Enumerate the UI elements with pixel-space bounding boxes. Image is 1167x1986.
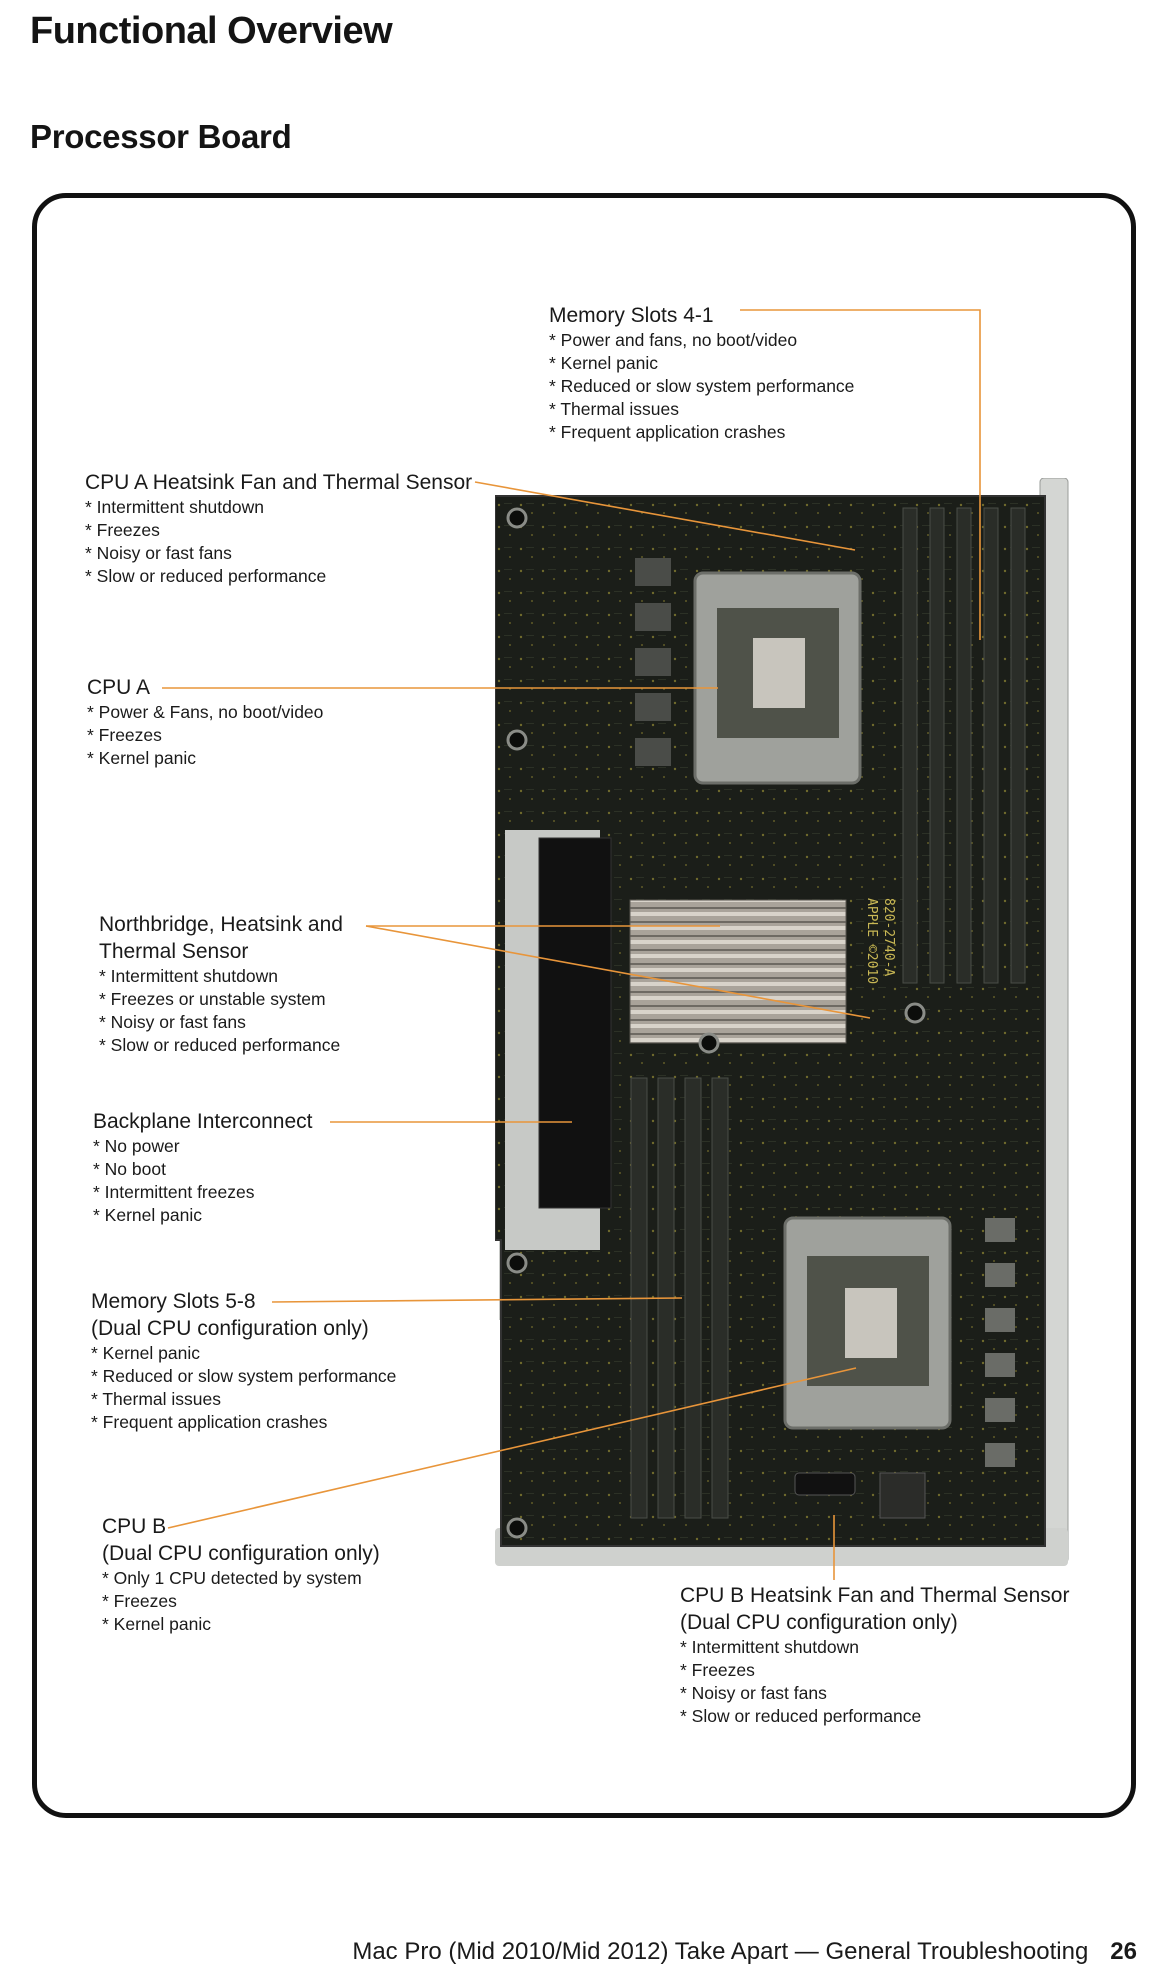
symptom-item: * Reduced or slow system performance [549,376,855,396]
callout-title: Memory Slots 4-1 [549,304,714,327]
callout-title-line2: Thermal Sensor [99,940,249,963]
page-title: Functional Overview [30,10,393,52]
symptom-item: * Intermittent shutdown [680,1637,859,1657]
symptom-item: * Thermal issues [91,1389,222,1409]
symptom-item: * Slow or reduced performance [680,1706,922,1726]
callout-title: Backplane Interconnect [93,1110,313,1133]
diagram-frame [32,193,1136,1818]
processor-board-image: 820-2740-A APPLE ©2010 [495,478,1069,1566]
symptom-item: * Kernel panic [93,1205,202,1225]
callout-title-line2: (Dual CPU configuration only) [102,1542,380,1565]
page-number: 26 [1110,1938,1137,1965]
callout-title: CPU B Heatsink Fan and Thermal Sensor [680,1584,1070,1607]
symptom-item: * Freezes [102,1591,177,1611]
symptom-item: * Noisy or fast fans [680,1683,827,1703]
symptom-item: * Kernel panic [102,1614,211,1634]
symptom-item: * Slow or reduced performance [99,1035,341,1055]
board-part-number: 820-2740-A [881,898,896,976]
symptom-item: * Intermittent shutdown [85,497,264,517]
symptom-item: * No power [93,1136,180,1156]
symptom-item: * Intermittent freezes [93,1182,255,1202]
symptom-item: * Kernel panic [549,353,658,373]
symptom-item: * Frequent application crashes [91,1412,328,1432]
symptom-item: * No boot [93,1159,166,1179]
callout-title: Northbridge, Heatsink and [99,913,343,936]
callout-title: Memory Slots 5-8 [91,1290,256,1313]
callout-memory-slots-4-1: Memory Slots 4-1 * Power and fans, no bo… [549,302,854,444]
callout-title: CPU A Heatsink Fan and Thermal Sensor [85,471,473,494]
callout-title: CPU A [87,676,151,699]
symptom-item: * Freezes [87,725,162,745]
callout-cpu-b: CPU B (Dual CPU configuration only) * On… [102,1513,380,1636]
callout-cpu-a-heatsink-fan: CPU A Heatsink Fan and Thermal Sensor * … [85,469,472,588]
symptom-item: * Slow or reduced performance [85,566,327,586]
footer-text: Mac Pro (Mid 2010/Mid 2012) Take Apart —… [352,1938,1089,1965]
callout-cpu-a: CPU A * Power & Fans, no boot/video * Fr… [87,674,323,770]
symptom-item: * Intermittent shutdown [99,966,278,986]
callout-backplane-interconnect: Backplane Interconnect * No power * No b… [93,1108,312,1227]
symptom-item: * Thermal issues [549,399,680,419]
board-copyright: APPLE ©2010 [864,898,879,984]
symptom-item: * Power & Fans, no boot/video [87,702,324,722]
symptom-item: * Noisy or fast fans [99,1012,246,1032]
callout-cpu-b-heatsink-fan: CPU B Heatsink Fan and Thermal Sensor (D… [680,1582,1069,1728]
symptom-item: * Noisy or fast fans [85,543,232,563]
section-title: Processor Board [30,118,292,155]
page-footer: Mac Pro (Mid 2010/Mid 2012) Take Apart —… [352,1938,1137,1966]
symptom-item: * Freezes [85,520,160,540]
callout-northbridge: Northbridge, Heatsink and Thermal Sensor… [99,911,343,1057]
symptom-item: * Kernel panic [91,1343,200,1363]
symptom-item: * Power and fans, no boot/video [549,330,798,350]
callout-title-line2: (Dual CPU configuration only) [91,1317,369,1340]
symptom-item: * Kernel panic [87,748,196,768]
callout-title-line2: (Dual CPU configuration only) [680,1611,958,1634]
symptom-item: * Only 1 CPU detected by system [102,1568,362,1588]
callout-memory-slots-5-8: Memory Slots 5-8 (Dual CPU configuration… [91,1288,396,1434]
symptom-item: * Freezes [680,1660,755,1680]
symptom-item: * Freezes or unstable system [99,989,326,1009]
symptom-item: * Reduced or slow system performance [91,1366,397,1386]
callout-title: CPU B [102,1515,167,1538]
symptom-item: * Frequent application crashes [549,422,786,442]
